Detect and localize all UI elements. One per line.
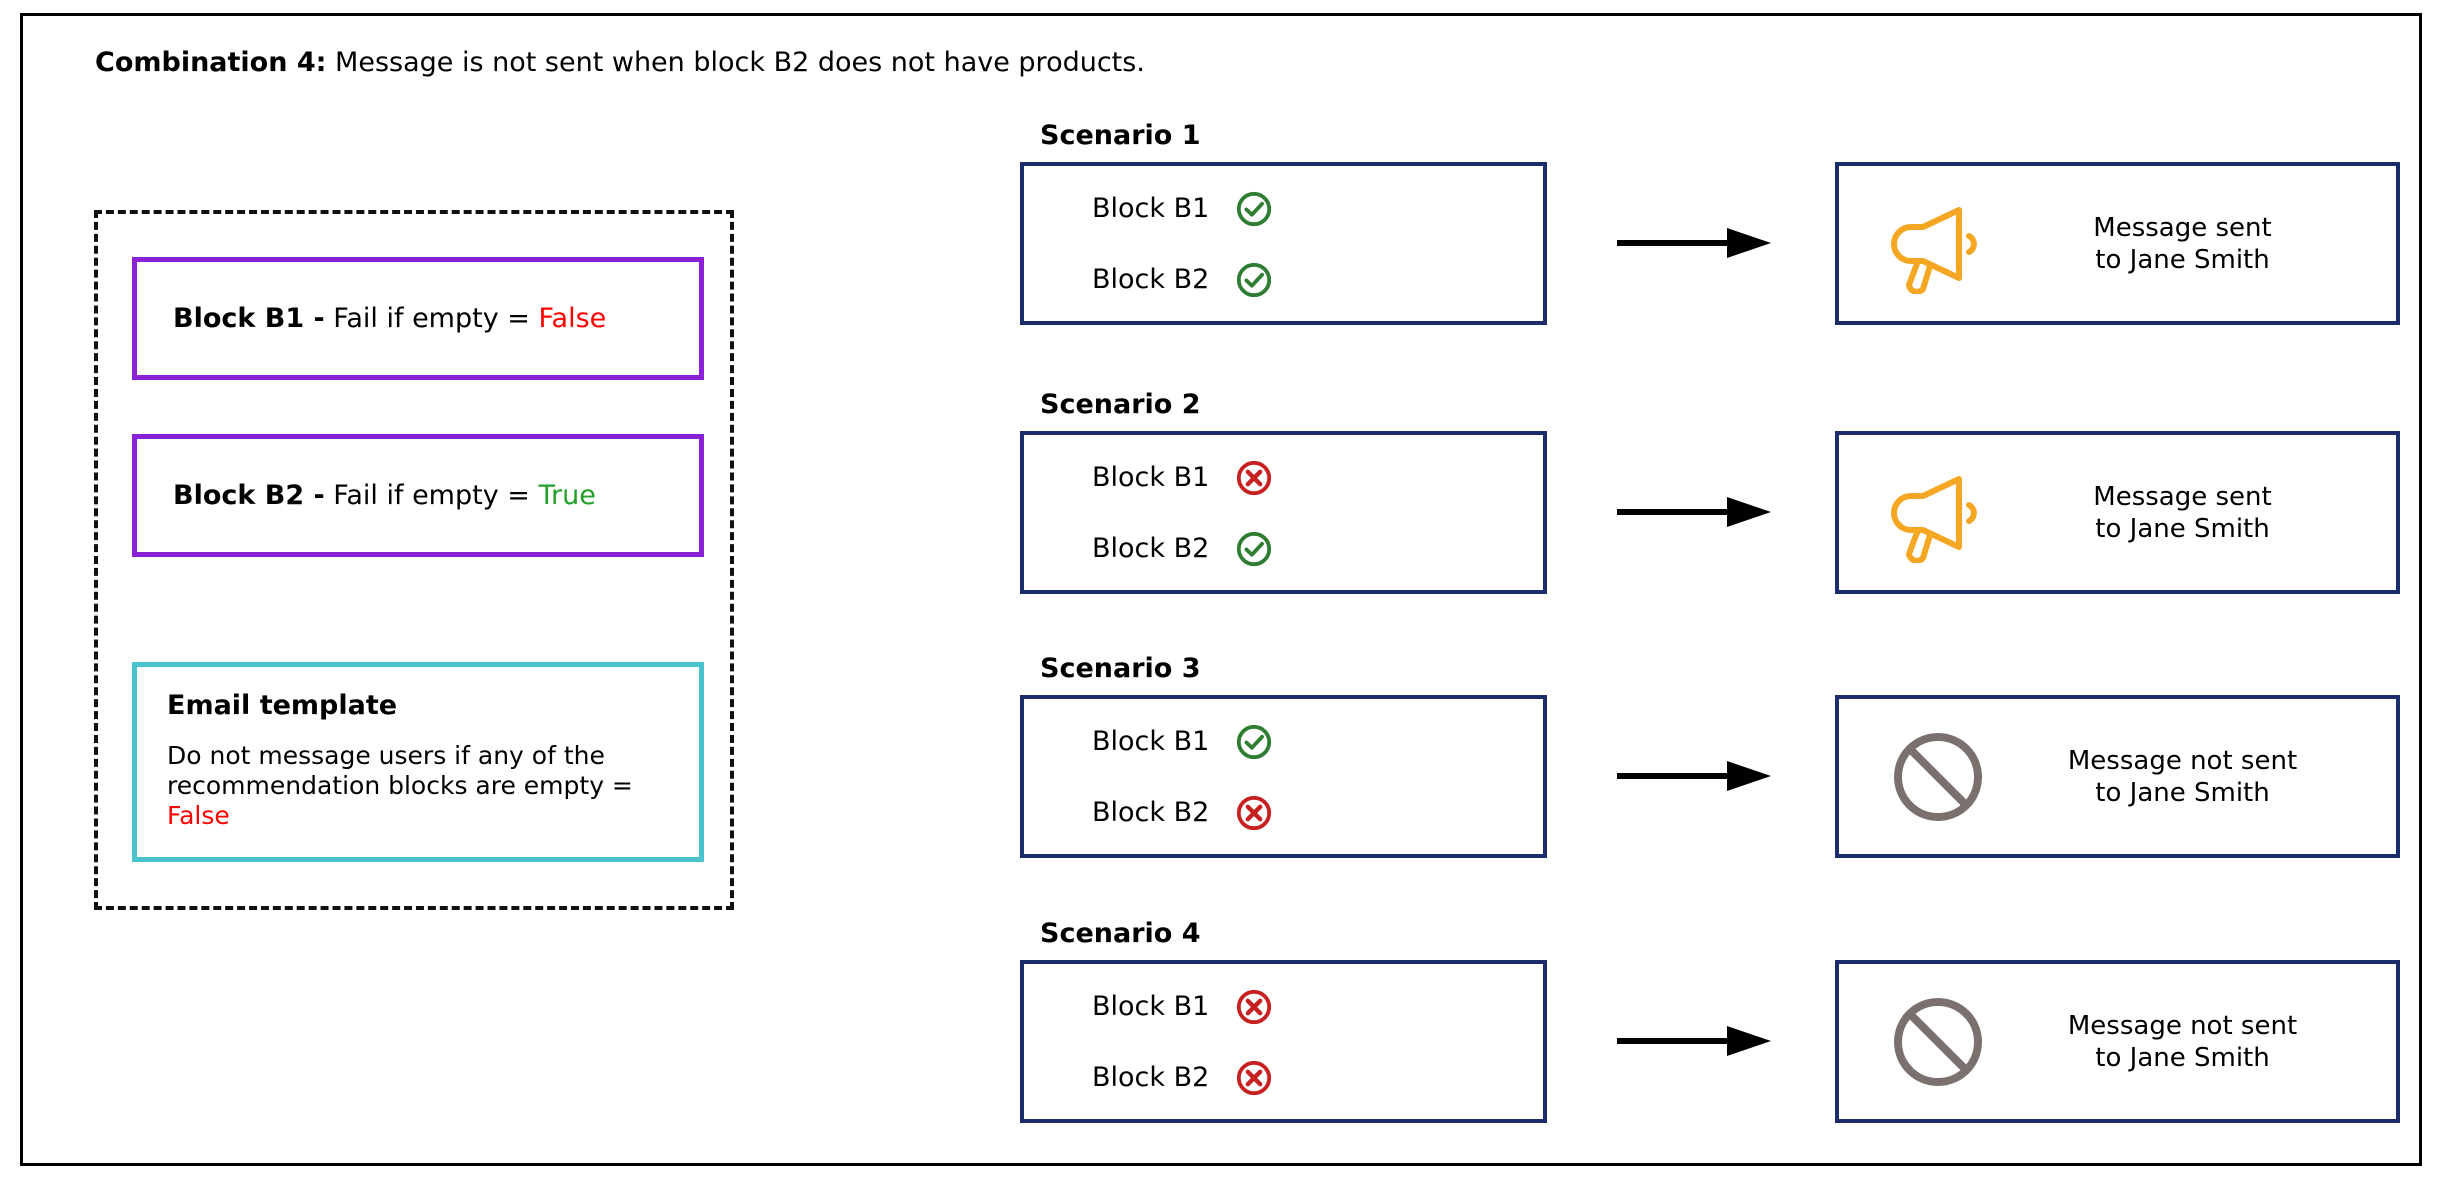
configuration-panel: Block B1 - Fail if empty = False Block B… [94,210,734,910]
check-circle-icon [1237,724,1272,760]
config-block-b1-text: Block B1 - Fail if empty = False [137,303,606,335]
arrow-right-icon [1617,497,1771,527]
arrow-right-icon [1617,761,1771,791]
config-block-b2: Block B2 - Fail if empty = True [132,434,704,557]
outcome-icon-slot [1883,194,1993,294]
block-status-icon [1235,794,1273,832]
config-block-b2-text: Block B2 - Fail if empty = True [137,480,596,512]
block-status-icon [1235,723,1273,761]
email-template-box: Email template Do not message users if a… [132,662,704,862]
outcome-line-2: to Jane Smith [2095,244,2270,275]
outcome-icon-slot [1883,992,1993,1092]
email-template-body-value: False [167,801,230,830]
email-template-title: Email template [167,690,398,721]
block-status-icon [1235,530,1273,568]
outcome-line-2: to Jane Smith [2095,777,2270,808]
block-status-icon [1235,261,1273,299]
block-label: Block B1 [1092,726,1210,757]
block-label: Block B1 [1092,462,1210,493]
prohibited-icon [1894,997,1982,1086]
block-status-line: Block B1 [1092,723,1273,761]
outcome-icon-slot [1883,727,1993,827]
arrow-right-icon [1617,1026,1771,1056]
outcome-line-2: to Jane Smith [2095,1042,2270,1073]
email-template-body-text: Do not message users if any of the recom… [167,741,633,800]
check-circle-icon [1237,191,1272,227]
outcome-line-2: to Jane Smith [2095,513,2270,544]
config-block-b1-setting: Fail if empty = [324,302,539,334]
scenario-row: Scenario 4 Block B1 Block B2 Message not se… [1020,918,2400,1133]
scenario-blocks-box: Block B1 Block B2 [1020,960,1547,1123]
flow-arrow [1615,758,1775,794]
block-label: Block B2 [1092,797,1210,828]
page-title-lead: Combination 4: [95,47,327,78]
block-label: Block B2 [1092,533,1210,564]
megaphone-icon [1891,206,1977,294]
config-block-b1: Block B1 - Fail if empty = False [132,257,704,380]
scenario-blocks-box: Block B1 Block B2 [1020,431,1547,594]
block-label: Block B2 [1092,1062,1210,1093]
outcome-icon-slot [1883,463,1993,563]
block-status-icon [1235,1059,1273,1097]
scenario-label: Scenario 2 [1040,389,1201,420]
block-status-line: Block B1 [1092,459,1273,497]
x-circle-icon [1237,460,1272,496]
scenario-row: Scenario 3 Block B1 Block B2 Message not se… [1020,653,2400,868]
x-circle-icon [1237,795,1272,831]
page-title: Combination 4: Message is not sent when … [95,47,1145,79]
scenario-blocks-box: Block B1 Block B2 [1020,695,1547,858]
block-status-line: Block B1 [1092,988,1273,1026]
config-block-b1-value: False [538,302,607,334]
block-status-line: Block B2 [1092,794,1273,832]
prohibited-icon [1894,732,1982,821]
block-label: Block B1 [1092,991,1210,1022]
scenario-label: Scenario 1 [1040,120,1201,151]
flow-arrow [1615,225,1775,261]
scenario-label: Scenario 3 [1040,653,1201,684]
config-block-b1-name: Block B1 - [173,302,325,334]
block-status-icon [1235,988,1273,1026]
scenario-label: Scenario 4 [1040,918,1201,949]
config-block-b2-setting: Fail if empty = [324,479,539,511]
block-label: Block B2 [1092,264,1210,295]
outcome-line-1: Message sent [2093,212,2272,243]
scenario-blocks-box: Block B1 Block B2 [1020,162,1547,325]
x-circle-icon [1237,989,1272,1025]
block-status-line: Block B1 [1092,190,1273,228]
x-circle-icon [1237,1060,1272,1096]
page-title-rest: Message is not sent when block B2 does n… [326,47,1145,78]
config-block-b2-value: True [538,479,596,511]
outcome-line-1: Message not sent [2067,1010,2298,1041]
flow-arrow [1615,1023,1775,1059]
block-status-line: Block B2 [1092,261,1273,299]
block-label: Block B1 [1092,193,1210,224]
check-circle-icon [1237,262,1272,298]
email-template-body: Do not message users if any of the recom… [167,741,669,831]
outcome-line-1: Message sent [2093,481,2272,512]
block-status-icon [1235,459,1273,497]
block-status-icon [1235,190,1273,228]
block-status-line: Block B2 [1092,1059,1273,1097]
arrow-right-icon [1617,228,1771,258]
megaphone-icon [1891,475,1977,563]
block-status-line: Block B2 [1092,530,1273,568]
outcome-line-1: Message not sent [2067,745,2298,776]
check-circle-icon [1237,531,1272,567]
config-block-b2-name: Block B2 - [173,479,325,511]
flow-arrow [1615,494,1775,530]
